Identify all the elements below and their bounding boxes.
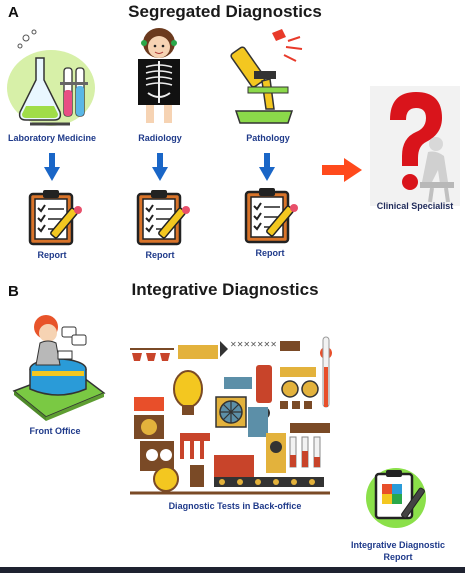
clipboard-report-icon: [28, 190, 82, 246]
panel-b-title: Integrative Diagnostics: [131, 280, 319, 299]
front-desk-person-icon: [12, 315, 106, 421]
clipboard-report-icon: [244, 188, 298, 244]
integrative-report-label-line2: Report: [383, 552, 413, 562]
clipboard-puzzle-icon: [366, 468, 426, 528]
back-office-label: Diagnostic Tests in Back-office: [168, 501, 302, 511]
microscope-icon: [230, 29, 303, 124]
integrative-report-label-line1: Integrative Diagnostic: [350, 540, 446, 550]
report-label: Report: [37, 250, 67, 260]
front-office-label: Front Office: [29, 426, 81, 436]
clinical-specialist-label: Clinical Specialist: [376, 201, 454, 211]
panel-a-letter: A: [8, 4, 19, 21]
xray-girl-icon: [138, 28, 180, 123]
panel-b-letter: B: [8, 283, 19, 300]
pathology-label: Pathology: [246, 133, 290, 143]
report-label: Report: [255, 248, 285, 258]
lab-glassware-icon: [7, 29, 95, 126]
laboratory-medicine-label: Laboratory Medicine: [7, 133, 97, 143]
question-mark-thinker-icon: [370, 86, 460, 206]
lab-machinery-icon: ✕✕✕✕✕✕✕: [130, 336, 332, 495]
panel-a-title: Segregated Diagnostics: [128, 2, 322, 21]
bottom-border: [0, 567, 465, 573]
clipboard-report-icon: [136, 190, 190, 246]
down-arrow-icon: [259, 153, 275, 181]
report-label: Report: [145, 250, 175, 260]
svg-text:✕✕✕✕✕✕✕: ✕✕✕✕✕✕✕: [230, 340, 277, 349]
radiology-label: Radiology: [138, 133, 182, 143]
right-arrow-icon: [322, 158, 362, 182]
down-arrow-icon: [44, 153, 60, 181]
down-arrow-icon: [152, 153, 168, 181]
